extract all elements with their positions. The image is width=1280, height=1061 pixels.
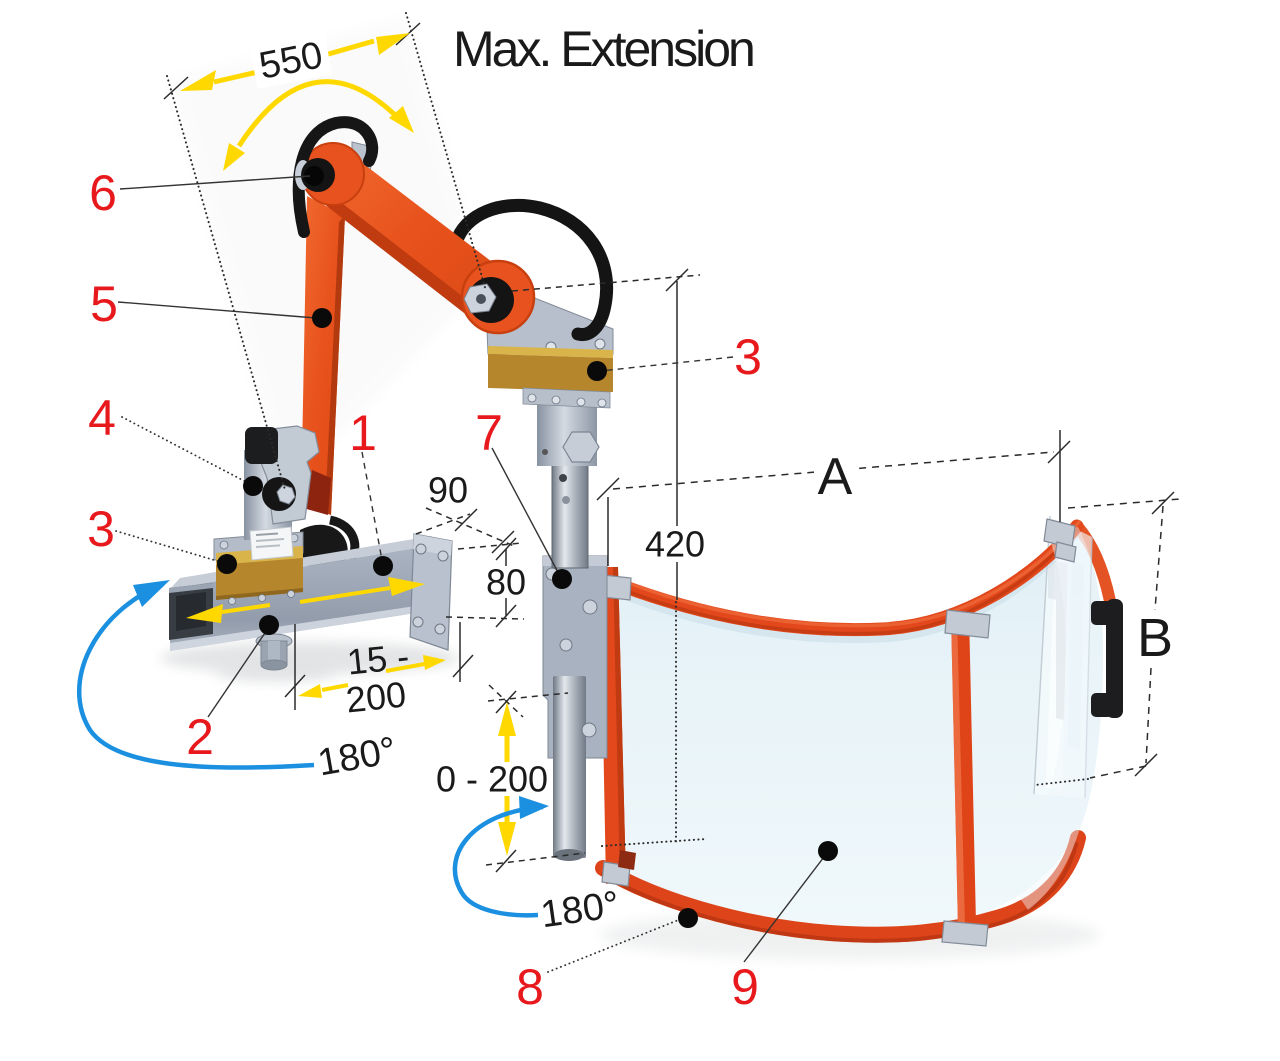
- svg-text:6: 6: [89, 165, 117, 221]
- svg-text:5: 5: [90, 276, 118, 332]
- svg-text:420: 420: [645, 524, 705, 565]
- svg-text:8: 8: [516, 959, 544, 1015]
- svg-text:9: 9: [731, 959, 759, 1015]
- svg-text:15 -: 15 -: [345, 635, 411, 682]
- svg-text:80: 80: [486, 562, 526, 603]
- svg-text:B: B: [1137, 608, 1173, 668]
- svg-text:3: 3: [87, 501, 115, 557]
- svg-text:A: A: [818, 448, 853, 506]
- svg-text:200: 200: [344, 673, 408, 720]
- svg-text:180°: 180°: [315, 729, 400, 784]
- svg-text:0 - 200: 0 - 200: [436, 759, 548, 800]
- svg-text:3: 3: [734, 329, 762, 385]
- svg-text:2: 2: [186, 709, 214, 765]
- svg-text:7: 7: [475, 405, 503, 461]
- svg-text:1: 1: [349, 405, 377, 461]
- svg-text:90: 90: [428, 470, 468, 511]
- svg-text:Max. Extension: Max. Extension: [453, 21, 753, 77]
- svg-text:4: 4: [88, 390, 116, 446]
